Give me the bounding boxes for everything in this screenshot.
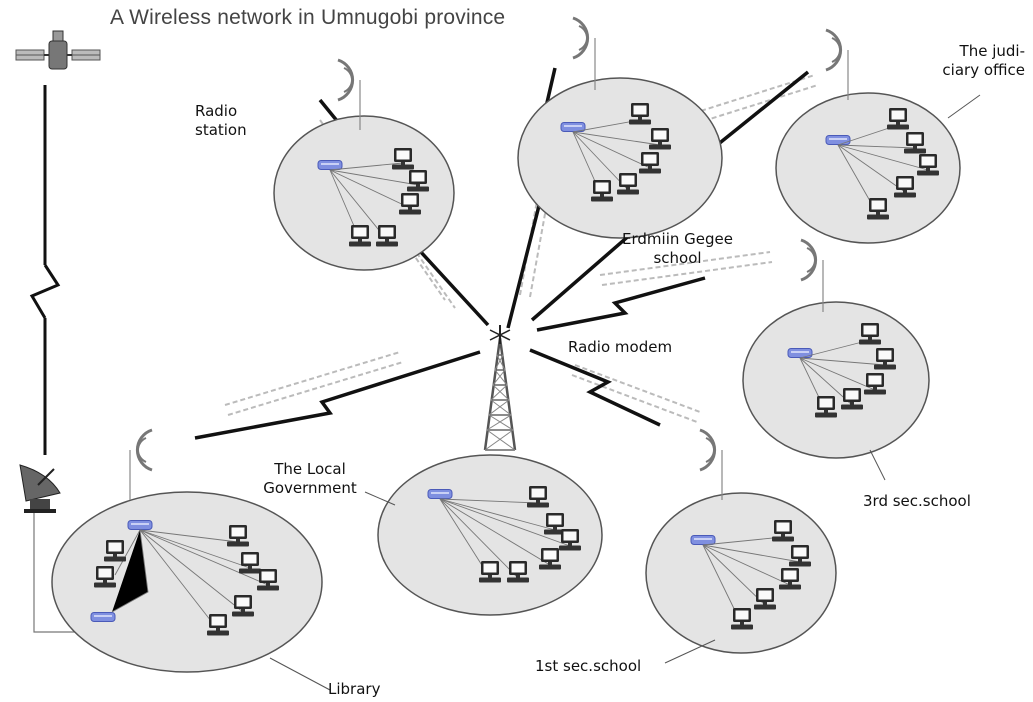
label-local-gov-line2: Government [263, 479, 357, 497]
lan-library [51, 491, 323, 673]
label-radio-station-line1: Radio [195, 102, 238, 120]
label-erdmiin-gegee: Erdmiin Gegee school [605, 230, 750, 268]
label-local-government: The Local Government [250, 460, 370, 498]
label-radio-station-line2: station [195, 121, 247, 139]
label-judiciary-office: The judi- ciary office [925, 42, 1025, 80]
satellite-icon [15, 30, 101, 70]
label-library: Library [328, 680, 381, 698]
label-judiciary-line1: The judi- [959, 42, 1025, 60]
label-local-gov-line1: The Local [274, 460, 346, 478]
label-erdmiin-line2: school [653, 249, 702, 267]
lan-erdmiin-gegee [517, 77, 723, 239]
label-radio-station: Radio station [195, 102, 247, 140]
label-erdmiin-line1: Erdmiin Gegee [622, 230, 733, 248]
label-judiciary-line2: ciary office [942, 61, 1025, 79]
lan-third-school [742, 301, 930, 459]
lan-radio-station [273, 115, 455, 271]
diagram-title: A Wireless network in Umnugobi province [110, 6, 506, 29]
radio-tower-icon [483, 325, 517, 451]
label-first-school: 1st sec.school [535, 657, 642, 675]
label-third-school: 3rd sec.school [863, 492, 971, 510]
lan-judiciary-office [775, 92, 961, 244]
lan-local-government [377, 454, 603, 616]
label-leaders [269, 94, 981, 691]
antenna-icon [129, 16, 849, 500]
satellite-dish-icon [19, 464, 61, 513]
lan-first-school [645, 492, 837, 654]
label-radio-modem: Radio modem [568, 338, 673, 356]
